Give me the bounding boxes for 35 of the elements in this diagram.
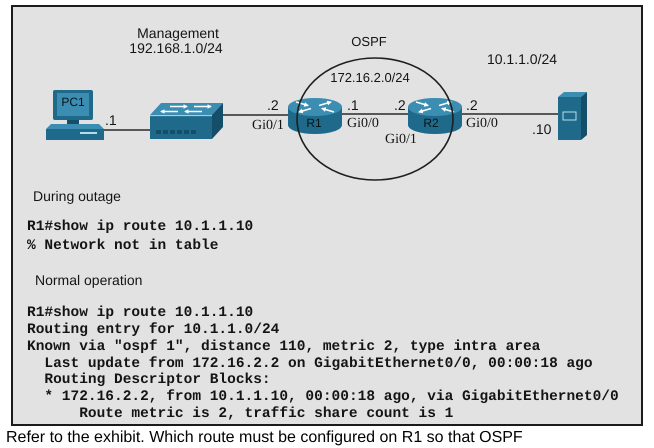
connection-line xyxy=(462,113,558,115)
cli-command: R1#show ip route 10.1.1.10 xyxy=(27,305,254,322)
area-label: OSPF xyxy=(351,35,387,50)
cli-command: R1#show ip route 10.1.1.10 xyxy=(27,219,254,236)
device-label: PC1 xyxy=(61,96,85,110)
connection-line xyxy=(104,129,150,131)
interface-address: .1 xyxy=(105,112,117,128)
subnet-label: 192.168.1.0/24 xyxy=(129,40,223,56)
section-heading: Normal operation xyxy=(35,272,142,288)
cli-output-line: Last update from 172.16.2.2 on GigabitEthernet0/0, 00:00:18 ago xyxy=(44,356,593,372)
interface-name: Gi0/0 xyxy=(466,116,498,132)
interface-address: .10 xyxy=(532,121,552,138)
interface-name: Gi0/1 xyxy=(252,118,284,134)
interface-address: .2 xyxy=(267,97,279,114)
cli-output-line: Known via "ospf 1", distance 110, metric 2, type intra area xyxy=(27,339,540,356)
subnet-label: 10.1.1.0/24 xyxy=(486,51,558,68)
cli-output-line: Route metric is 2, traffic share count is 1 xyxy=(79,406,454,423)
interface-address: .1 xyxy=(347,97,359,114)
section-heading: During outage xyxy=(33,188,121,204)
cli-output-line: % Network not in table xyxy=(27,238,218,255)
device-label: R1 xyxy=(306,117,322,131)
interface-name: Gi0/1 xyxy=(385,132,417,148)
interface-address: .2 xyxy=(466,97,478,114)
interface-name: Gi0/0 xyxy=(347,116,379,132)
connection-line xyxy=(342,113,408,115)
connection-line xyxy=(223,114,288,116)
question-text: Refer to the exhibit. Which route must be configured on R1 so that OSPF xyxy=(6,429,523,448)
interface-address: .2 xyxy=(394,97,406,114)
cli-output-line: * 172.16.2.2, from 10.1.1.10, 00:00:18 ago, via GigabitEthernet0/0 xyxy=(44,389,619,406)
subnet-label: 172.16.2.0/24 xyxy=(330,71,410,86)
cli-output-line: Routing Descriptor Blocks: xyxy=(44,372,271,389)
segment-label: Management xyxy=(137,25,219,42)
cli-output-line: Routing entry for 10.1.1.0/24 xyxy=(27,322,280,339)
device-label: R2 xyxy=(423,117,439,131)
exhibit-panel xyxy=(11,5,643,426)
